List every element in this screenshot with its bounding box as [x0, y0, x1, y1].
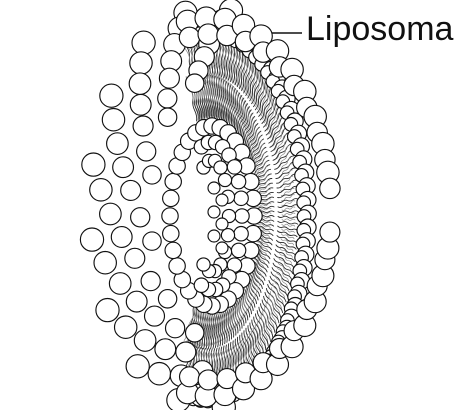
outer-lipid-head	[141, 272, 160, 291]
outer-lipid-head	[82, 153, 105, 176]
outer-lipid-head	[130, 52, 152, 74]
outer-lipid-head	[198, 24, 218, 44]
inner-leaflet-heads	[162, 118, 262, 314]
outer-lipid-head	[96, 299, 119, 322]
inner-lipid-head	[216, 218, 228, 230]
outer-lipid-head	[166, 319, 185, 338]
outer-lipid-head	[121, 180, 141, 200]
outer-lipid-head	[90, 179, 112, 201]
inner-lipid-head	[162, 208, 178, 224]
outer-lipid-head	[109, 273, 131, 295]
outer-lipid-head	[158, 290, 176, 308]
inner-lipid-head	[227, 160, 241, 174]
inner-lipid-head	[208, 230, 220, 242]
outer-lipid-head	[100, 84, 123, 107]
outer-lipid-head	[129, 73, 151, 95]
outer-lipid-head	[186, 74, 204, 92]
inner-lipid-head	[163, 190, 179, 206]
inner-lipid-head	[208, 182, 220, 194]
outer-lipid-head	[131, 208, 150, 227]
inner-lipid-head	[214, 161, 227, 174]
inner-lipid-head	[221, 229, 234, 242]
inner-lipid-head	[234, 227, 248, 241]
outer-lipid-head	[133, 116, 153, 136]
outer-lipid-head	[320, 178, 340, 198]
outer-lipid-head	[137, 142, 156, 161]
inner-lipid-head	[197, 258, 210, 271]
inner-lipid-head	[234, 191, 248, 205]
outer-lipid-head	[111, 227, 132, 248]
outer-lipid-head	[100, 203, 122, 225]
inner-lipid-head	[216, 194, 228, 206]
outer-lipid-head	[155, 339, 176, 360]
liposome-label: Liposoma	[306, 12, 453, 46]
outer-lipid-head	[158, 89, 177, 108]
outer-lipid-head	[132, 31, 155, 54]
outer-lipid-head	[159, 68, 179, 88]
outer-lipid-head	[107, 133, 129, 155]
inner-lipid-head	[194, 278, 208, 292]
outer-lipid-head	[80, 228, 103, 251]
outer-lipid-head	[145, 306, 165, 326]
inner-lipid-head	[208, 206, 220, 218]
inner-lipid-head	[231, 174, 245, 188]
outer-lipid-head	[115, 316, 137, 338]
inner-lipid-head	[165, 173, 181, 189]
outer-lipid-head	[143, 232, 161, 250]
outer-lipid-head	[94, 252, 116, 274]
outer-lipid-head	[143, 166, 161, 184]
outer-lipid-head	[158, 108, 176, 126]
outer-lipid-head	[198, 370, 218, 390]
inner-lipid-head	[218, 173, 231, 186]
inner-lipid-head	[163, 225, 179, 241]
outer-lipid-head	[102, 109, 124, 131]
outer-lipid-head	[180, 367, 200, 387]
outer-lipid-head	[130, 94, 151, 115]
outer-lipid-head	[113, 157, 134, 178]
outer-lipid-head	[179, 27, 199, 47]
outer-lipid-head	[186, 324, 204, 342]
inner-lipid-head	[235, 209, 249, 223]
inner-lipid-head	[165, 242, 181, 258]
inner-lipid-head	[231, 243, 245, 257]
inner-lipid-head	[169, 258, 185, 274]
inner-lipid-head	[216, 242, 228, 254]
outer-lipid-head	[125, 248, 145, 268]
outer-lipid-head	[176, 342, 196, 362]
outer-lipid-head	[126, 355, 149, 378]
outer-lipid-head	[320, 222, 340, 242]
outer-lipid-head	[134, 330, 156, 352]
outer-lipid-head	[126, 291, 147, 312]
outer-lipid-head	[148, 363, 170, 385]
